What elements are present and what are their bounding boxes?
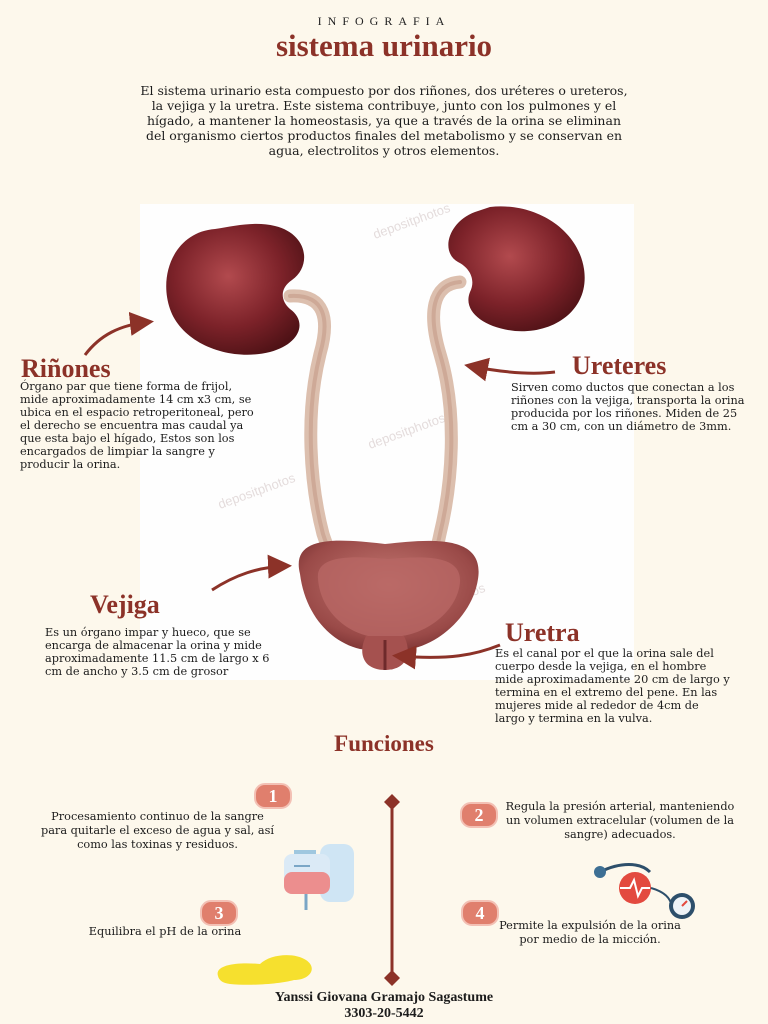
page-title: sistema urinario xyxy=(275,28,493,63)
iv-bag-icon xyxy=(284,844,354,910)
kidneys-title: Riñones xyxy=(21,354,111,383)
function-text-2: Regula la presión arterial, manteniendo … xyxy=(505,800,735,841)
bladder-inner xyxy=(317,557,461,637)
arrow-bladder xyxy=(211,554,292,592)
ureters-title: Ureteres xyxy=(572,351,667,380)
author-block: Yanssi Giovana Gramajo Sagastume 3303-20… xyxy=(0,990,768,1022)
left-kidney xyxy=(166,223,305,355)
function-number-1: 1 xyxy=(254,783,292,809)
function-text-4: Permite la expulsión de la orina por med… xyxy=(499,919,681,946)
author-name: Yanssi Giovana Gramajo Sagastume xyxy=(274,990,494,1005)
urinary-system-drawing: depositphotos depositphotos depositphoto… xyxy=(166,200,585,670)
author-id: 3303-20-5442 xyxy=(344,1006,424,1021)
function-number-4: 4 xyxy=(461,900,499,926)
ureters-description: Sirven como ductos que conectan a los ri… xyxy=(511,381,745,433)
timeline-line xyxy=(384,794,400,986)
function-number-2: 2 xyxy=(460,802,498,828)
urinary-system-illustration: depositphotos depositphotos depositphoto… xyxy=(140,200,634,680)
arrow-ureters xyxy=(464,357,556,382)
right-kidney xyxy=(448,206,585,332)
bladder-description: Es un órgano impar y hueco, que se encar… xyxy=(45,626,270,678)
urine-puddle-icon xyxy=(217,955,312,985)
arrow-kidneys xyxy=(83,311,154,356)
function-text-3: Equilibra el pH de la orina xyxy=(88,925,242,938)
kidneys-description: Órgano par que tiene forma de frijol, mi… xyxy=(20,380,254,471)
function-text-1: Procesamiento continuo de la sangre para… xyxy=(40,810,275,851)
urethra-description: Es el canal por el que la orina sale del… xyxy=(495,647,730,725)
urethra-title: Uretra xyxy=(505,618,580,647)
arrow-urethra xyxy=(392,643,501,670)
bladder-title: Vejiga xyxy=(90,590,160,619)
functions-title: Funciones xyxy=(334,731,434,756)
function-number-3: 3 xyxy=(200,900,238,926)
blood-pressure-icon xyxy=(594,863,695,919)
infographic-kicker: INFOGRAFIA xyxy=(317,14,451,28)
intro-paragraph: El sistema urinario esta compuesto por d… xyxy=(140,83,628,158)
